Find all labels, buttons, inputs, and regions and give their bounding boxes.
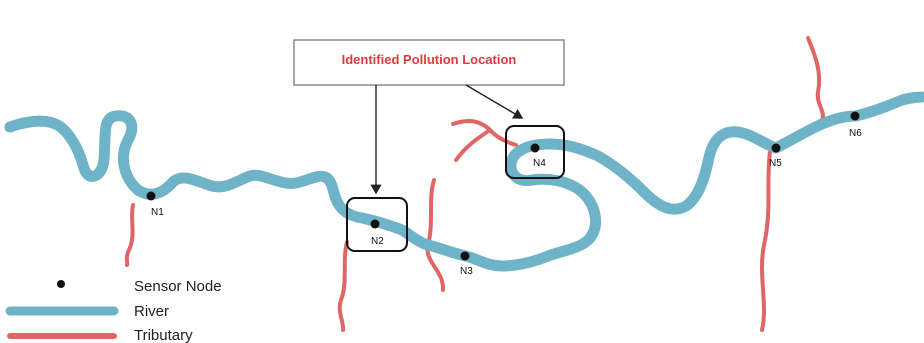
tributary-n4 [451,119,518,162]
tributary-n3 [425,178,446,292]
callout-arrow-n4 [465,84,524,119]
highlight-box-n2 [346,197,408,252]
sensor-node-n1 [146,191,156,201]
sensor-node-n4 [530,143,540,153]
node-label-n6: N6 [849,128,862,139]
tributary-n1 [124,203,135,267]
river-path [4,91,924,272]
legend-tributary-label: Tributary [134,327,193,343]
tributary-n2 [337,240,349,332]
tributary-n5 [760,150,772,332]
sensor-node-n3 [460,251,470,261]
node-label-n1: N1 [151,207,164,218]
highlight-box-n4 [505,125,565,179]
legend-river-label: River [134,303,169,320]
node-label-n5: N5 [769,158,782,169]
callout: Identified Pollution Location [293,39,565,195]
tributary-n6 [806,36,825,122]
node-label-n4: N4 [533,158,546,169]
legend: Sensor Node River Tributary [0,272,250,343]
legend-sensor-node-icon [57,280,65,288]
sensor-node-n5 [771,143,781,153]
legend-sensor-node-label: Sensor Node [134,278,222,295]
callout-box [293,39,565,86]
sensor-node-n2 [370,219,380,229]
node-label-n3: N3 [460,266,473,277]
sensor-node-n6 [850,111,860,121]
node-label-n2: N2 [371,236,384,247]
sensor-nodes: N1 N2 N3 N4 N5 N6 [146,111,862,277]
callout-text: Identified Pollution Location [342,52,517,67]
